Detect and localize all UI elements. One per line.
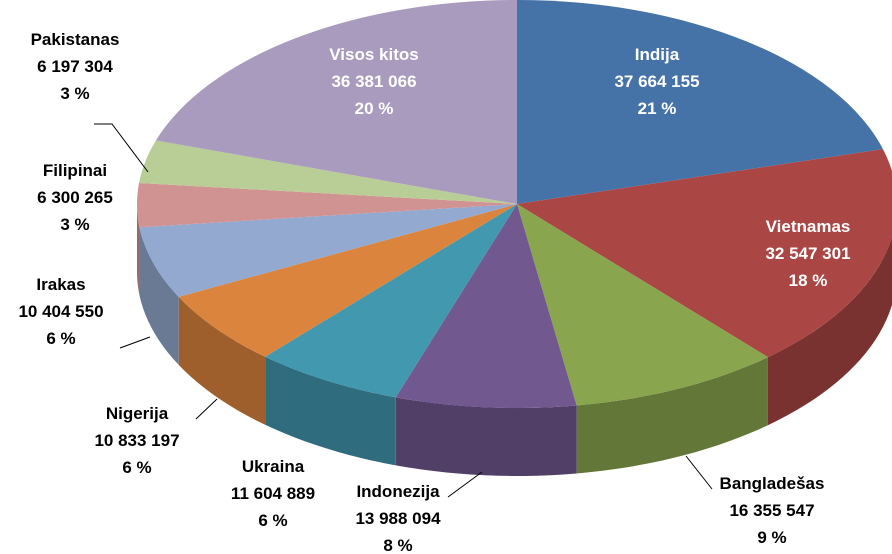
label-value-pakistanas: 6 197 304 bbox=[37, 57, 113, 76]
label-name-ukraina: Ukraina bbox=[242, 457, 305, 476]
label-value-irakas: 10 404 550 bbox=[18, 302, 103, 321]
label-value-nigerija: 10 833 197 bbox=[94, 431, 179, 450]
leader-lines bbox=[94, 123, 713, 498]
pie-slice-filipinai bbox=[137, 183, 518, 228]
pie-side-nigerija bbox=[178, 296, 266, 425]
label-value-indonezija: 13 988 094 bbox=[355, 509, 441, 528]
slice-labels: Indija 37 664 155 21 % Vietnamas 32 547 301 1… bbox=[18, 30, 850, 554]
pie-side-indonezija bbox=[395, 397, 577, 476]
pie-slice-indija bbox=[517, 0, 883, 204]
pie-side-vietnamas bbox=[767, 236, 892, 426]
leader-line-pakistanas bbox=[94, 123, 149, 173]
label-value-bangladesas: 16 355 547 bbox=[729, 501, 814, 520]
label-percent-irakas: 6 % bbox=[46, 329, 75, 348]
pie-slice-indonezija bbox=[395, 204, 577, 408]
label-value-filipinai: 6 300 265 bbox=[37, 188, 113, 207]
pie-side-bangladesas bbox=[576, 357, 768, 474]
pie-tops bbox=[137, 0, 892, 408]
pie-slice-nigerija bbox=[178, 204, 517, 357]
label-percent-vietnamas: 18 % bbox=[789, 271, 828, 290]
label-name-nigerija: Nigerija bbox=[106, 404, 169, 423]
label-value-ukraina: 11 604 889 bbox=[231, 484, 315, 503]
pie-slice-bangladesas bbox=[517, 204, 768, 406]
leader-line-bangladesas bbox=[685, 455, 713, 490]
label-ukraina: Ukraina 11 604 889 6 % bbox=[231, 457, 315, 530]
label-percent-nigerija: 6 % bbox=[122, 458, 151, 477]
pie-sides bbox=[137, 204, 892, 476]
label-bangladesas: Bangladešas 16 355 547 9 % bbox=[720, 474, 825, 547]
label-percent-filipinai: 3 % bbox=[60, 215, 89, 234]
label-name-filipinai: Filipinai bbox=[43, 161, 107, 180]
pie-slice-ukraina bbox=[265, 204, 517, 398]
label-name-irakas: Irakas bbox=[36, 275, 85, 294]
label-irakas: Irakas 10 404 550 6 % bbox=[18, 275, 103, 348]
pie-slice-visos-kitos bbox=[155, 0, 517, 204]
label-name-bangladesas: Bangladešas bbox=[720, 474, 825, 493]
label-visos-kitos: Visos kitos 36 381 066 20 % bbox=[329, 45, 418, 118]
label-name-indija: Indija bbox=[635, 45, 680, 64]
pie-side-ukraina bbox=[265, 356, 396, 466]
label-percent-pakistanas: 3 % bbox=[60, 84, 89, 103]
pie-slice-vietnamas bbox=[517, 149, 892, 358]
pie-side-irakas bbox=[139, 227, 179, 365]
label-percent-bangladesas: 9 % bbox=[757, 528, 786, 547]
label-percent-ukraina: 6 % bbox=[258, 511, 287, 530]
label-percent-visos-kitos: 20 % bbox=[355, 99, 394, 118]
pie-side-filipinai bbox=[137, 204, 140, 296]
label-indija: Indija 37 664 155 21 % bbox=[614, 45, 699, 118]
label-filipinai: Filipinai 6 300 265 3 % bbox=[37, 161, 113, 234]
label-name-vietnamas: Vietnamas bbox=[766, 217, 851, 236]
label-nigerija: Nigerija 10 833 197 6 % bbox=[94, 404, 179, 477]
pie-slice-irakas bbox=[139, 204, 517, 297]
leader-line-indonezija bbox=[447, 471, 483, 498]
label-value-vietnamas: 32 547 301 bbox=[765, 244, 850, 263]
leader-line-irakas bbox=[119, 336, 151, 349]
label-pakistanas: Pakistanas 6 197 304 3 % bbox=[31, 30, 120, 103]
label-percent-indija: 21 % bbox=[638, 99, 677, 118]
pie-slice-pakistanas bbox=[139, 140, 517, 204]
label-name-indonezija: Indonezija bbox=[356, 482, 440, 501]
label-value-indija: 37 664 155 bbox=[614, 72, 699, 91]
label-percent-indonezija: 8 % bbox=[383, 536, 412, 554]
leader-line-nigerija bbox=[195, 398, 218, 420]
label-vietnamas: Vietnamas 32 547 301 18 % bbox=[765, 217, 850, 290]
label-value-visos-kitos: 36 381 066 bbox=[331, 72, 416, 91]
label-name-pakistanas: Pakistanas bbox=[31, 30, 120, 49]
label-name-visos-kitos: Visos kitos bbox=[329, 45, 418, 64]
label-indonezija: Indonezija 13 988 094 8 % bbox=[355, 482, 441, 554]
